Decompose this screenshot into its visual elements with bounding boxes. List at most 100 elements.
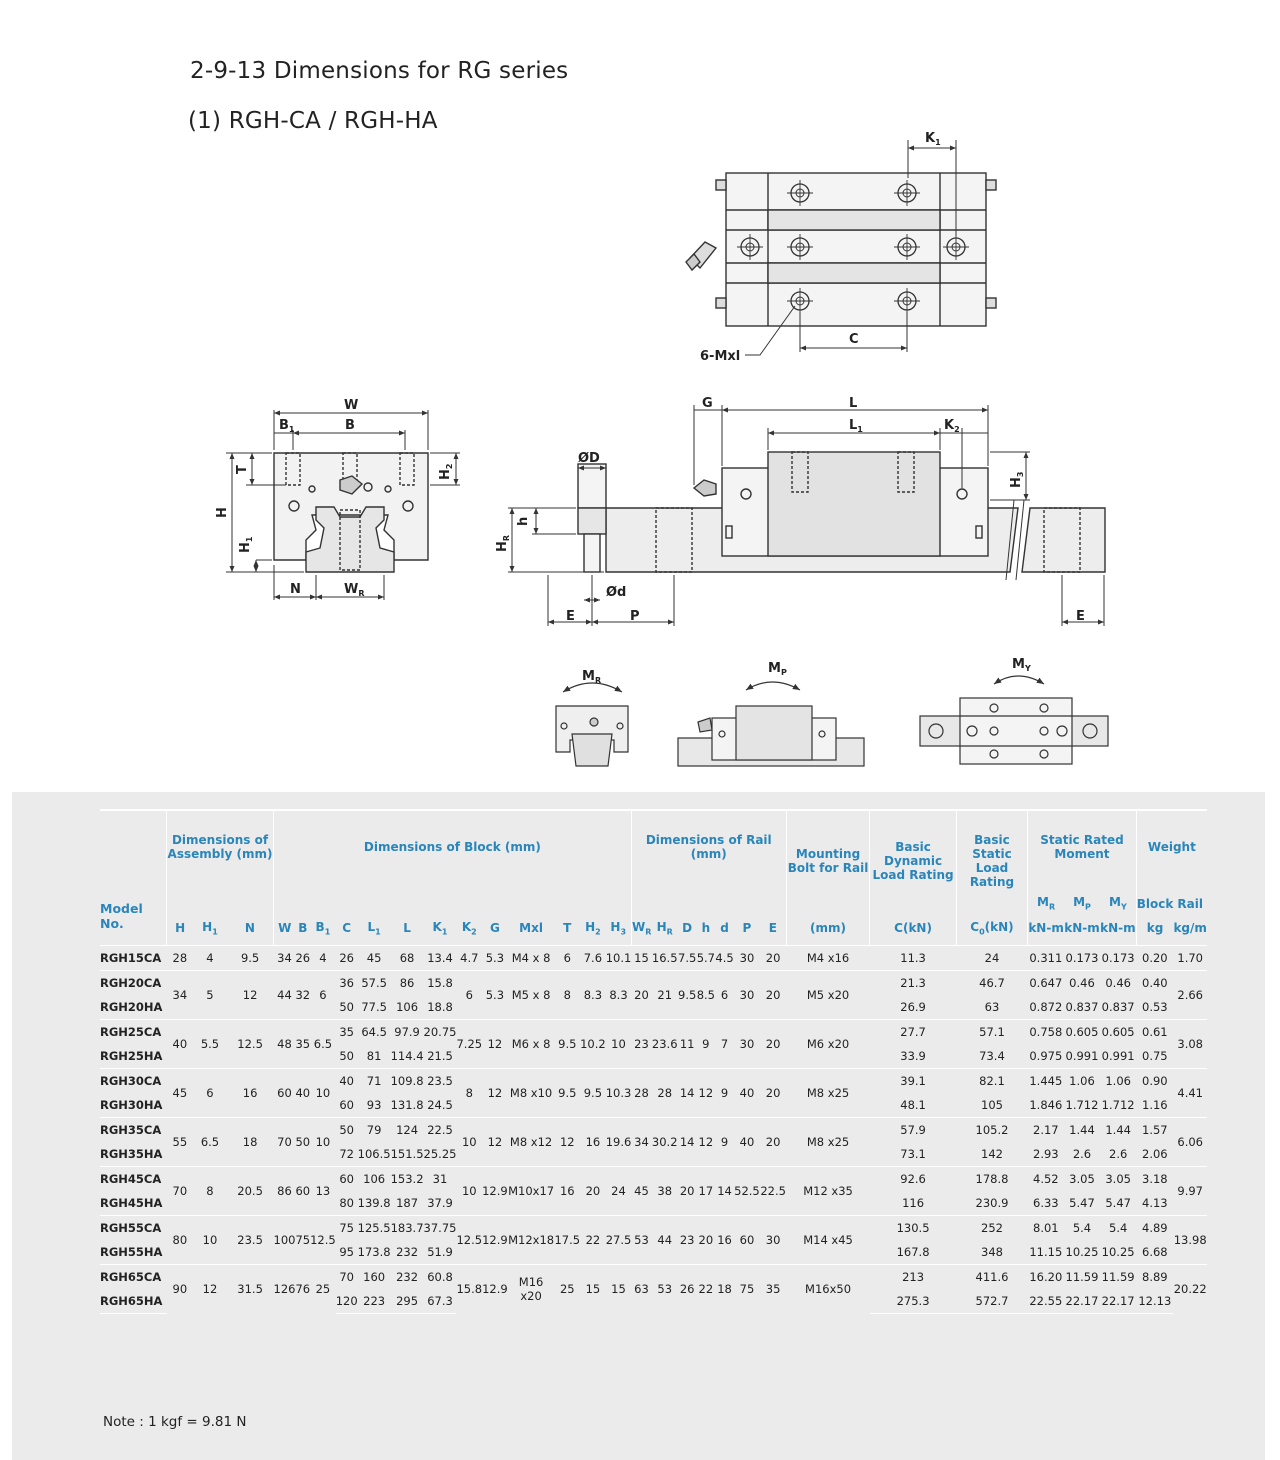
table-cell: 0.758: [1027, 1019, 1064, 1044]
table-cell: 0.53: [1142, 1000, 1168, 1014]
table-cell: 8: [193, 1166, 227, 1216]
table-cell: 8.3: [605, 970, 632, 1020]
column-header: H: [166, 911, 194, 946]
label-t: T: [235, 465, 250, 474]
table-cell: 15.8: [456, 1264, 483, 1314]
table-cell: M8 x10: [507, 1068, 555, 1118]
table-cell: 252: [956, 1215, 1028, 1240]
table-cell: 45: [166, 1068, 194, 1118]
table-cell: 80: [166, 1215, 194, 1265]
table-cell: 12: [696, 1117, 716, 1167]
table-cell: 6: [715, 970, 734, 1020]
table-cell: 5.5: [193, 1019, 227, 1069]
table-cell: 23.6: [651, 1019, 678, 1069]
label-wr: WR: [344, 582, 365, 598]
column-header: C0(kN): [956, 911, 1029, 946]
column-header: WR: [631, 911, 652, 946]
dimension-drawings: K1 C 6-Mxl W B1: [215, 131, 1109, 767]
table-cell: 39.1: [869, 1068, 957, 1093]
table-cell: 20: [760, 1019, 787, 1069]
table-cell: RGH35CA: [100, 1117, 167, 1142]
table-cell: 20: [677, 1166, 697, 1216]
table-cell: 1.44: [1100, 1117, 1137, 1142]
table-cell: M8 x25: [786, 1117, 870, 1167]
table-cell: 5.47: [1105, 1196, 1131, 1210]
table-cell: 40: [295, 1068, 311, 1118]
table-cell: 23.5: [423, 1068, 457, 1093]
table-cell: 23: [677, 1215, 697, 1265]
table-cell: 4: [193, 945, 227, 971]
column-header: kg/m: [1173, 911, 1207, 946]
table-cell: 0.647: [1027, 970, 1064, 995]
header-dynamic-load: Basic Dynamic Load Rating: [869, 809, 957, 911]
table-cell: 48: [273, 1019, 296, 1069]
table-cell: RGH25HA: [100, 1049, 163, 1063]
table-cell: 348: [981, 1245, 1003, 1259]
table-cell: 131.8: [390, 1098, 424, 1112]
table-cell: 75: [295, 1215, 311, 1265]
table-cell: 40: [733, 1068, 761, 1118]
column-header: B1: [310, 911, 336, 946]
table-cell: 16.20: [1027, 1264, 1064, 1289]
table-cell: 6.33: [1033, 1196, 1059, 1210]
table-cell: 17.5: [554, 1215, 581, 1265]
label-h2: H2: [438, 464, 454, 480]
table-cell: 35: [295, 1019, 311, 1069]
column-header: P: [733, 911, 761, 946]
table-cell: 30.2: [651, 1117, 678, 1167]
header-mp: MP: [1073, 894, 1091, 911]
table-cell: 126: [273, 1264, 296, 1314]
side-view-drawing: [577, 451, 1106, 573]
table-cell: 77.5: [361, 1000, 387, 1014]
table-cell: 31.5: [226, 1264, 274, 1314]
table-cell: 0.46: [1100, 970, 1137, 995]
table-cell: 124: [390, 1117, 424, 1142]
table-cell: 0.75: [1142, 1049, 1168, 1063]
table-cell: 183.7: [390, 1215, 424, 1240]
table-cell: 1.712: [1101, 1098, 1135, 1112]
table-cell: 30: [733, 970, 761, 1020]
header-static-moment: Static Rated Moment: [1027, 809, 1137, 883]
table-cell: M6 x20: [786, 1019, 870, 1069]
table-cell: 9: [715, 1117, 734, 1167]
table-cell: 2.93: [1033, 1147, 1059, 1161]
table-cell: 6: [554, 945, 581, 971]
label-g: G: [702, 396, 713, 411]
label-mr: MR: [582, 669, 601, 685]
table-cell: 50: [339, 1049, 354, 1063]
table-cell: 24: [605, 1166, 632, 1216]
table-cell: 3.05: [1100, 1166, 1137, 1191]
dimensions-table: Model No. Dimensions of Assembly (mm) Di…: [100, 809, 1207, 1314]
table-cell: 20: [760, 970, 787, 1020]
table-cell: 275.3: [869, 1289, 957, 1314]
label-od: ØD: [578, 451, 600, 466]
table-cell: 14: [677, 1117, 697, 1167]
header-block-weight: Block: [1136, 897, 1174, 911]
table-cell: 1.70: [1173, 945, 1207, 971]
column-header: W: [273, 911, 296, 946]
table-cell: 5.3: [482, 970, 508, 1020]
table-cell: 11.59: [1100, 1264, 1137, 1289]
top-view-drawing: [685, 172, 997, 327]
table-cell: 116: [902, 1196, 925, 1210]
table-cell: 12.5: [226, 1019, 274, 1069]
table-cell: 109.8: [390, 1068, 424, 1093]
table-cell: M8 x25: [786, 1068, 870, 1118]
label-b1: B1: [279, 418, 295, 434]
table-cell: RGH30CA: [100, 1068, 167, 1093]
table-cell: RGH20CA: [100, 970, 167, 995]
column-header: d: [715, 911, 734, 946]
table-cell: 1.44: [1063, 1117, 1101, 1142]
table-cell: 80: [339, 1196, 354, 1210]
table-cell: 26.9: [900, 1000, 926, 1014]
table-cell: 22.55: [1027, 1289, 1064, 1314]
table-cell: 81: [366, 1049, 382, 1063]
table-cell: 11: [677, 1019, 697, 1069]
table-cell: 9: [715, 1068, 734, 1118]
table-cell: 60: [339, 1098, 354, 1112]
table-cell: 572.7: [956, 1289, 1028, 1314]
column-header: K2: [456, 911, 483, 946]
